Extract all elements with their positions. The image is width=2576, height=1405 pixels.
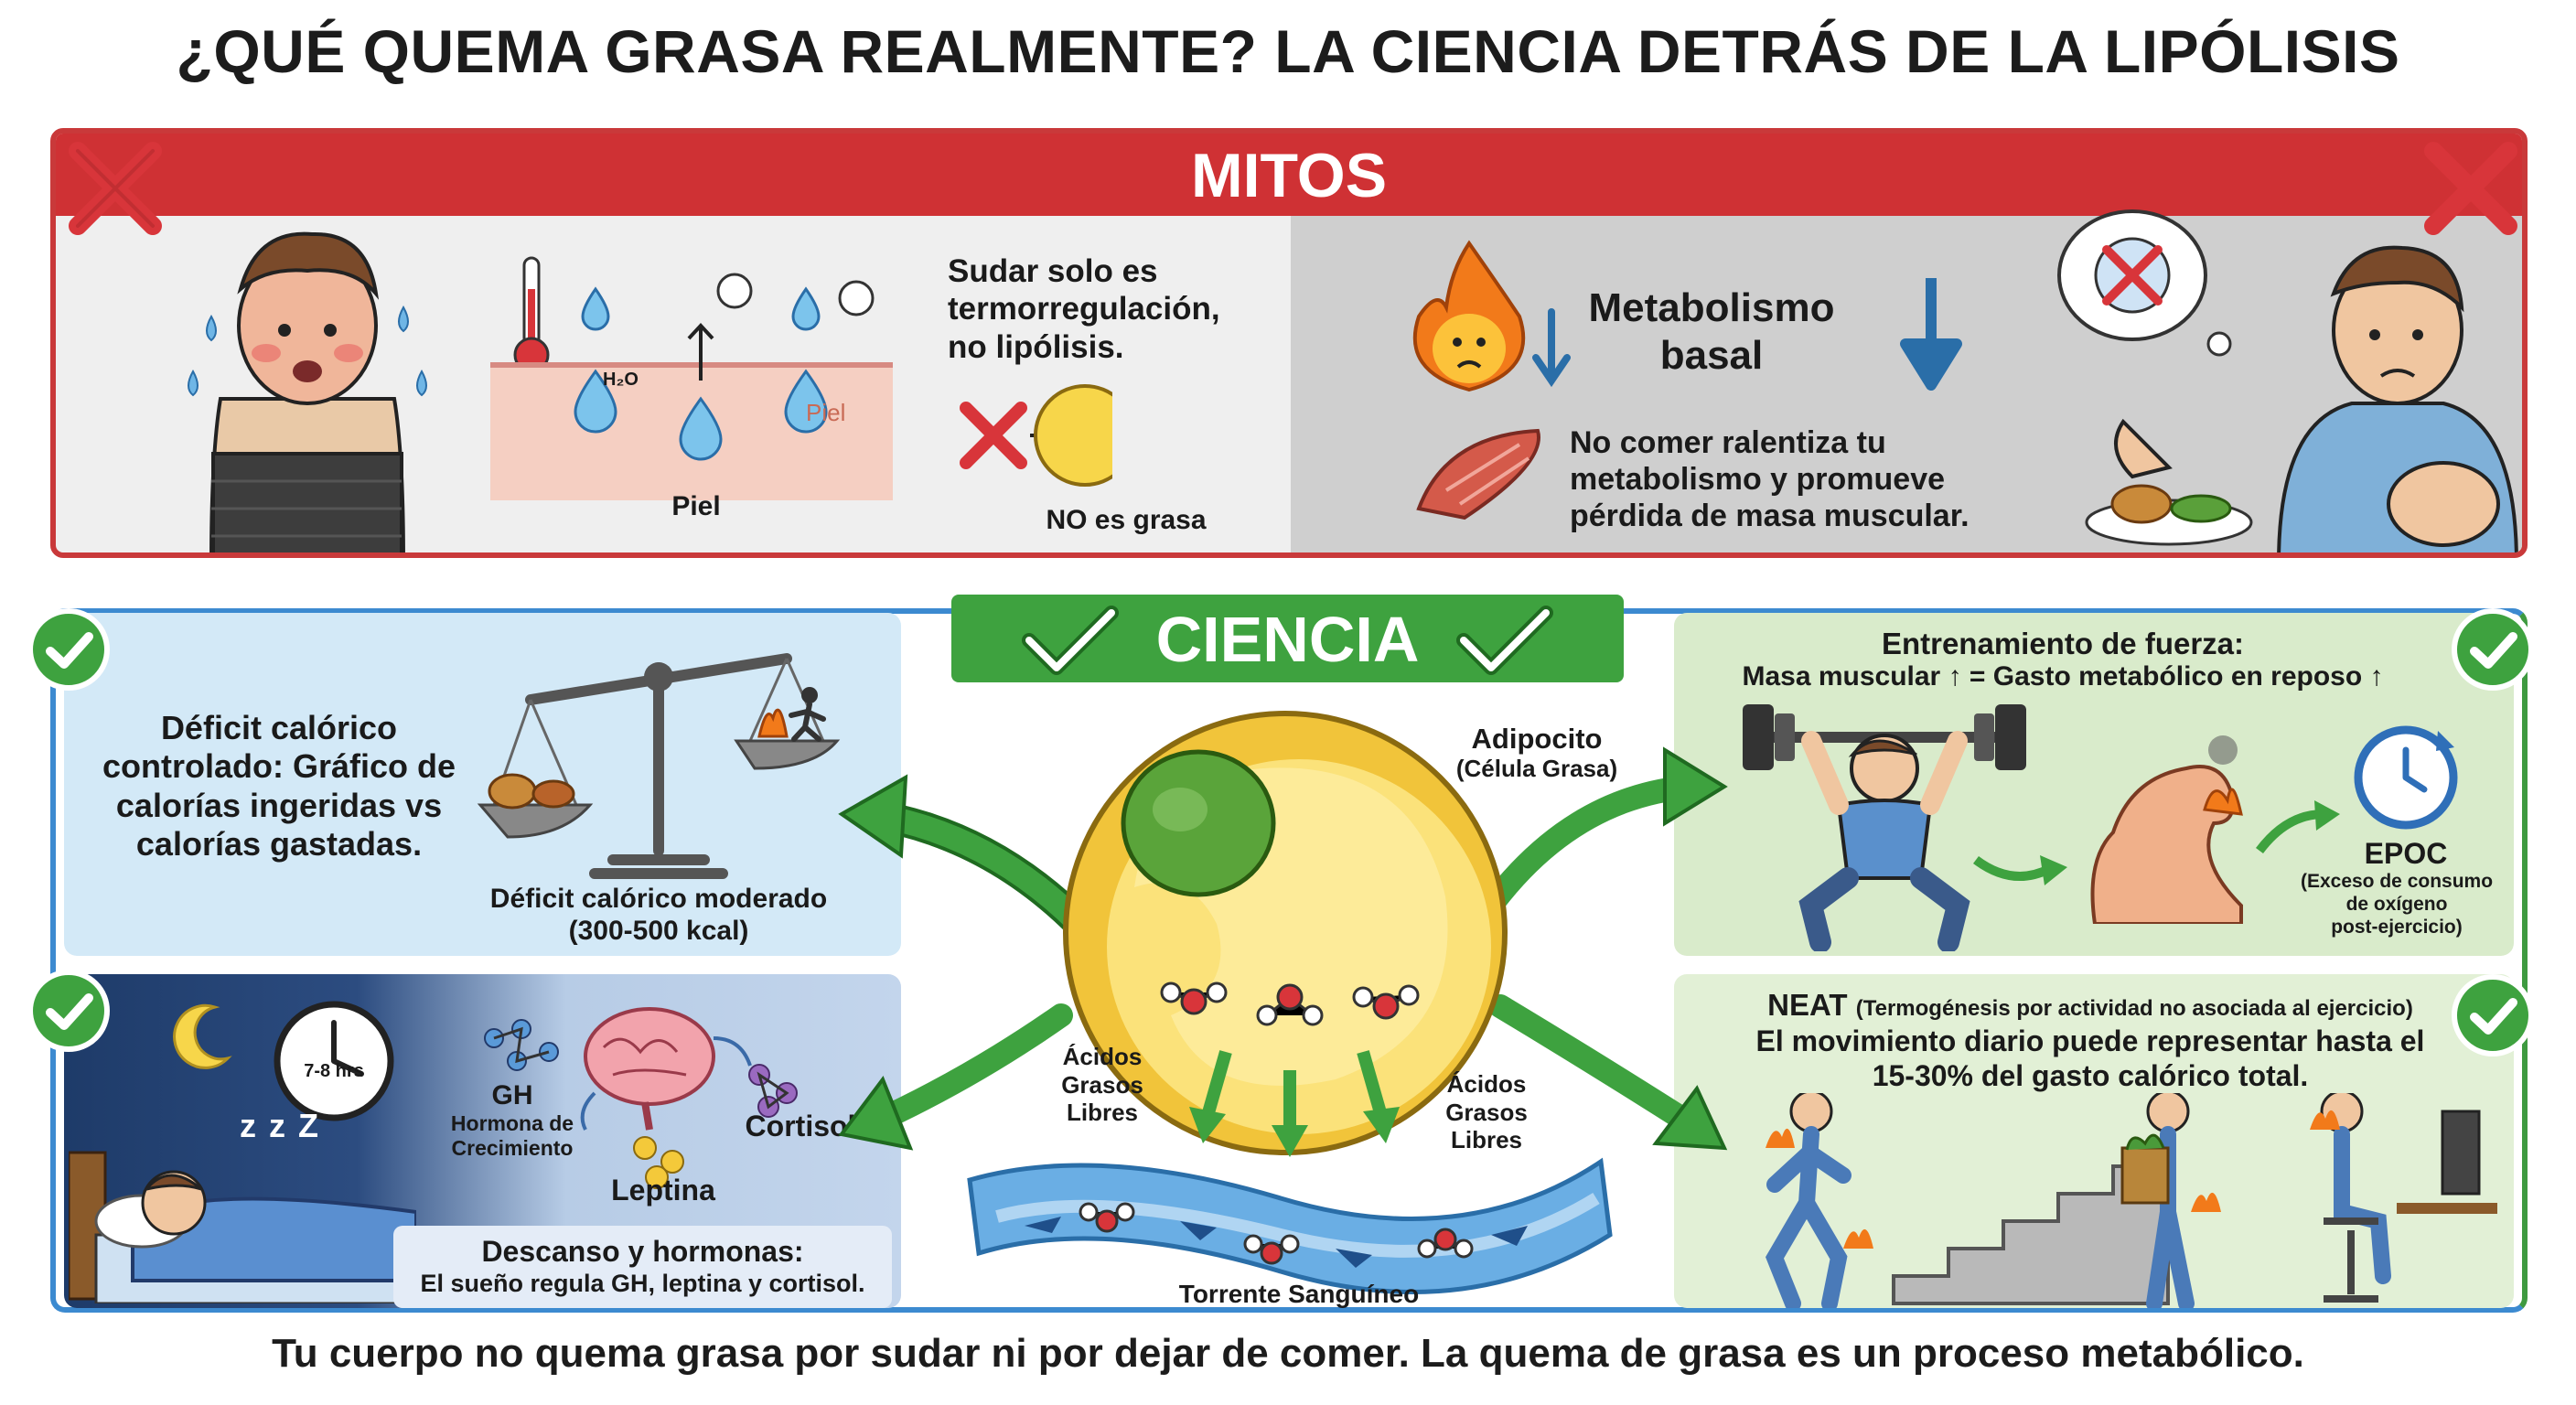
timer-icon (2354, 725, 2458, 830)
leptin-label: Leptina (611, 1174, 715, 1207)
sleeping-person-illustration (69, 1151, 416, 1303)
h2o-label: H₂O (603, 370, 639, 390)
brain-icon (584, 1007, 715, 1131)
sleep-hours-label: 7-8 hrs (304, 1061, 364, 1081)
skin-label: Piel (671, 491, 721, 521)
not-fat-icon (960, 384, 1112, 487)
sweating-man-illustration (188, 231, 427, 552)
neat-activities-illustration (1766, 1093, 2497, 1308)
green-arrow-icon (2256, 800, 2340, 854)
gh-label: GH (491, 1080, 533, 1110)
scale-icon (477, 653, 841, 879)
check-icon (2452, 974, 2534, 1056)
adipocyte-label: Adipocito (1471, 723, 1603, 755)
footer-statement: Tu cuerpo no quema grasa por sudar ni po… (272, 1331, 2304, 1376)
fire-icon (1412, 240, 1526, 392)
cortisol-label: Cortisol (745, 1110, 856, 1142)
down-arrow-icon (1900, 278, 1962, 391)
moon-icon (173, 1003, 232, 1069)
muscle-icon (2090, 735, 2243, 924)
check-icon (27, 970, 110, 1052)
sweat-pores-illustration (574, 273, 875, 461)
caloric-deficit-panel (64, 613, 901, 956)
skin-side-label: Piel (806, 399, 846, 426)
cross-icon (69, 142, 162, 235)
check-icon (1022, 606, 1119, 675)
check-icon (1456, 606, 1553, 675)
fasting-man-illustration (2057, 209, 2518, 552)
check-icon (27, 608, 110, 691)
neat-title: NEAT (Termogénesis por actividad no asoc… (1767, 988, 2413, 1022)
thermometer-icon (513, 256, 550, 373)
rest-title: Descanso y hormonas: (481, 1235, 804, 1268)
rest-text: El sueño regula GH, leptina y cortisol. (420, 1269, 865, 1297)
green-arrow-icon (1973, 855, 2067, 885)
cross-icon (2424, 142, 2517, 235)
epoc-label: EPOC (2364, 837, 2448, 870)
adipocyte-sub-label: (Célula Grasa) (1455, 755, 1618, 782)
sleep-zzz: z z Z (240, 1107, 320, 1144)
adipocyte-diagram (838, 711, 1728, 1294)
myths-section: MITOS H₂O Piel Piel (50, 128, 2528, 558)
strength-title: Entrenamiento de fuerza: (1881, 627, 2245, 660)
barbell-icon (1743, 704, 2026, 951)
not-fat-label: NO es grasa (1046, 505, 1207, 535)
clock-icon (274, 1001, 394, 1121)
check-icon (2452, 608, 2534, 691)
down-arrow-icon (1532, 308, 1571, 388)
neat-text: El movimiento diario puede representar h… (1755, 1024, 2425, 1092)
page-title: ¿QUÉ QUEMA GRASA REALMENTE? LA CIENCIA D… (176, 17, 2400, 85)
muscle-icon (1416, 428, 1540, 520)
strength-text: Masa muscular ↑ = Gasto metabólico en re… (1742, 661, 2384, 692)
hormones-illustration (484, 1007, 798, 1189)
myths-banner: MITOS (56, 134, 2522, 216)
rest-caption-box: Descanso y hormonas: El sueño regula GH,… (393, 1226, 892, 1308)
bloodstream-label: Torrente Sanguíneo (1178, 1280, 1420, 1308)
deficit-caption: Déficit calórico moderado(300-500 kcal) (489, 884, 828, 947)
